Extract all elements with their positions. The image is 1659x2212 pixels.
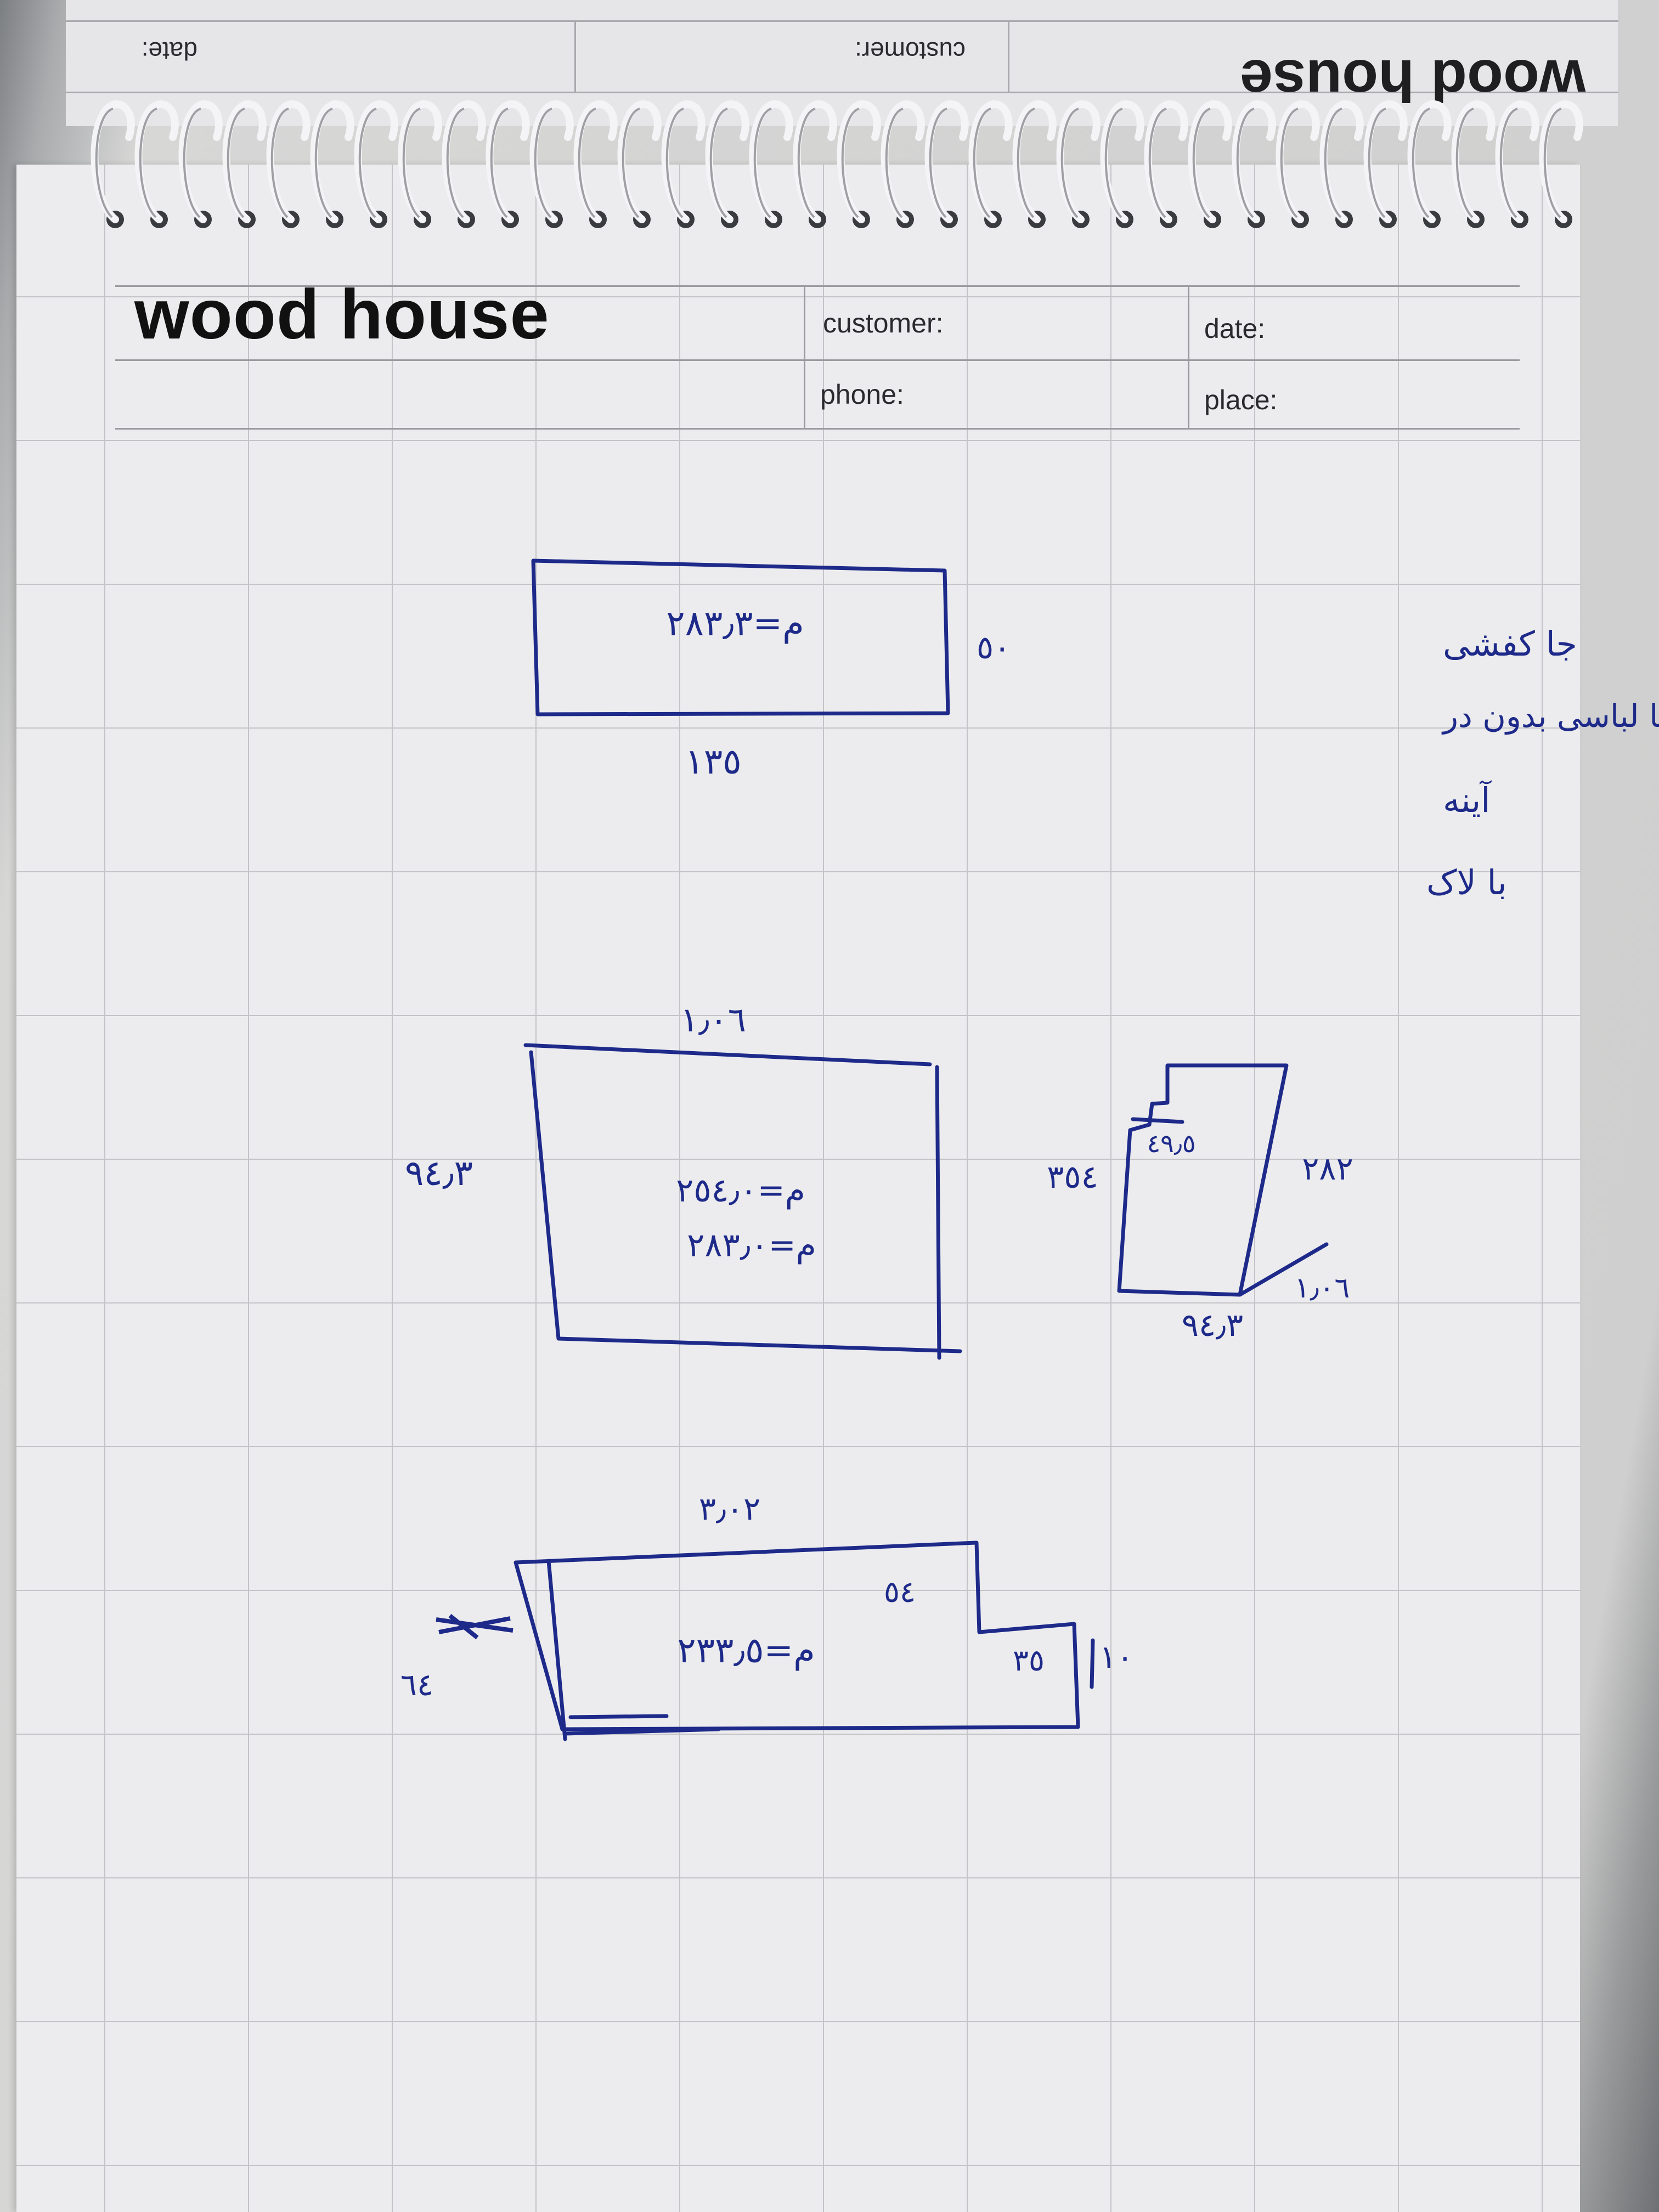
previous-page: wood house customer: date:	[66, 0, 1620, 126]
rect1-outline	[531, 558, 950, 716]
notepad-sheet	[16, 165, 1580, 2212]
binding-ring-shadow	[534, 108, 552, 218]
binding-ring-shadow	[490, 108, 509, 218]
binding-ring-shadow	[358, 108, 377, 218]
stepped-left-label: ٦٤	[400, 1667, 433, 1703]
note-item-mirror: آینه	[1443, 780, 1492, 820]
phone-label: phone:	[820, 379, 904, 410]
binding-ring-shadow	[1499, 108, 1518, 218]
stepped-area-label: م=٢٣٣٫٥	[677, 1630, 815, 1671]
binding-ring-shadow	[95, 108, 114, 218]
binding-ring-shadow	[1455, 108, 1474, 218]
rect2-area-label-1: م=٢٥٤٫٠	[676, 1171, 805, 1210]
customer-label: customer:	[823, 308, 944, 338]
brand-logo-text: wood house	[134, 275, 550, 354]
binding-ring-shadow	[622, 108, 640, 218]
binding-ring-shadow	[183, 108, 201, 218]
binding-ring-shadow	[227, 108, 245, 218]
stepped-right-label: ١٠	[1099, 1638, 1133, 1675]
stepped-inner-label: ٣٥	[1013, 1643, 1045, 1678]
rect1-bottom-label: ١٣٥	[685, 742, 741, 782]
note-item-lacquer: با لاک	[1426, 862, 1507, 902]
rect2-outline	[523, 1043, 962, 1360]
binding-ring-shadow	[973, 108, 991, 218]
spiral-binding	[91, 100, 1583, 228]
binding-ring-shadow	[1236, 108, 1255, 218]
rect1-side-label: ٥٠	[977, 629, 1011, 666]
binding-ring-shadow	[841, 108, 860, 218]
rect2-left-label: ٩٤٫٣	[405, 1153, 473, 1194]
stepped-outline	[514, 1541, 1095, 1741]
binding-ring-shadow	[709, 108, 728, 218]
binding-ring-shadow	[1543, 108, 1562, 218]
rect2-area-label-2: م=٢٨٣٫٠	[687, 1226, 816, 1265]
binding-ring-shadow	[1104, 108, 1123, 218]
binding-ring-shadow	[1368, 108, 1386, 218]
date-label: date:	[1204, 313, 1266, 344]
binding-ring-shadow	[753, 108, 772, 218]
box3d-bottom-label: ٩٤٫٣	[1182, 1306, 1243, 1344]
box3d-left-label: ٣٥٤	[1047, 1158, 1098, 1195]
box3d-right-label: ٢٨٢	[1302, 1150, 1353, 1187]
place-label: place:	[1204, 385, 1278, 415]
scribbled-out-mark	[436, 1613, 514, 1640]
binding-ring-shadow	[314, 108, 333, 218]
binding-ring-shadow	[402, 108, 421, 218]
binding-ring-shadow	[1017, 108, 1035, 218]
binding-ring-shadow	[446, 108, 465, 218]
binding-ring-shadow	[139, 108, 157, 218]
binding-ring-shadow	[665, 108, 684, 218]
box3d-diag-label: ١٫٠٦	[1295, 1272, 1350, 1305]
binding-ring-shadow	[578, 108, 596, 218]
note-item-shoe-rack: جا کفشی	[1443, 624, 1577, 664]
rect2-top-label: ١٫٠٦	[680, 1000, 746, 1040]
binding-ring-shadow	[1412, 108, 1430, 218]
box3d-inner-label: ٤٩٫٥	[1147, 1128, 1195, 1158]
stepped-top-label: ٣٫٠٢	[699, 1490, 760, 1527]
binding-ring-shadow	[1192, 108, 1211, 218]
stepped-notch-label: ٥٤	[884, 1575, 916, 1609]
binding-ring-shadow	[1060, 108, 1079, 218]
binding-ring-shadow	[929, 108, 947, 218]
binding-ring-shadow	[797, 108, 816, 218]
binding-ring-shadow	[270, 108, 289, 218]
binding-ring-shadow	[885, 108, 904, 218]
rect1-area-label: م=٢٨٣٫٣	[666, 603, 804, 644]
note-item-wardrobe: جا لباسی بدون در	[1441, 697, 1659, 735]
binding-ring-shadow	[1148, 108, 1167, 218]
binding-ring-shadow	[1324, 108, 1342, 218]
binding-ring-shadow	[1280, 108, 1299, 218]
box3d-outline	[1117, 1063, 1329, 1297]
